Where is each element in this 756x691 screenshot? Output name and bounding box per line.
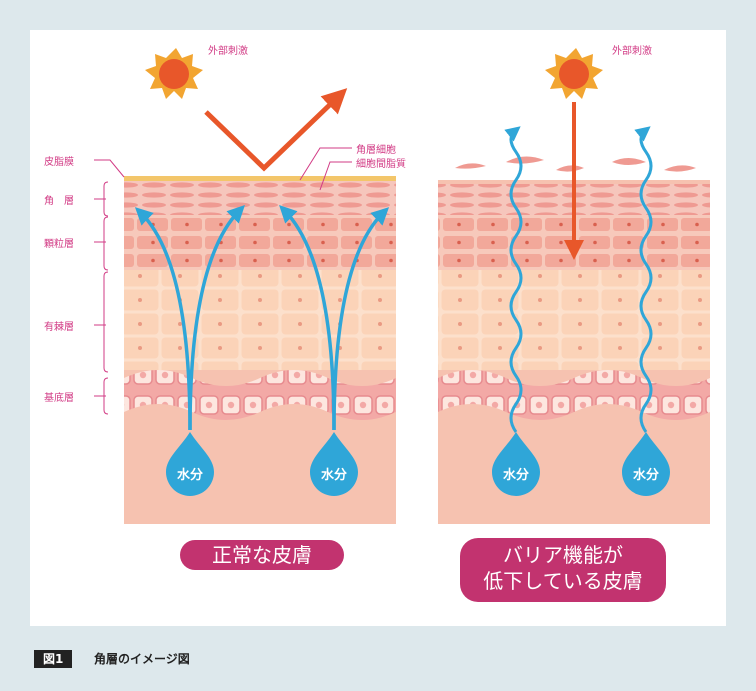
layer-label-stratum-corneum: 角 層 [44, 196, 74, 207]
figure-caption: 角層のイメージ図 [94, 652, 190, 666]
damaged-skin-title-line1: バリア機能が [503, 543, 623, 567]
sun-icon-left [145, 48, 203, 99]
water-retention-arrows [134, 205, 390, 431]
sun-icon-right [545, 48, 603, 99]
external-stimulus-label-left: 外部刺激 [208, 46, 248, 57]
corneocyte-label: 角層細胞 [356, 145, 396, 156]
intercellular-lipid-label: 細胞間脂質 [356, 159, 406, 170]
layer-label-spinous: 有棘層 [44, 322, 74, 333]
external-stimulus-label-right: 外部刺激 [612, 46, 652, 57]
normal-skin-title: 正常な皮膚 [180, 540, 344, 570]
reflected-stimulus-arrow [204, 88, 348, 172]
layer-label-granular: 顆粒層 [44, 239, 74, 250]
layer-label-sebum: 皮脂膜 [44, 157, 74, 168]
water-label-2: 水分 [320, 468, 347, 483]
damaged-skin-title: バリア機能が 低下している皮膚 [460, 538, 666, 602]
callout-lines [299, 147, 352, 191]
water-label-3: 水分 [502, 468, 529, 483]
figure-number-tag: 図1 [34, 650, 73, 668]
layer-label-basal: 基底層 [44, 393, 74, 404]
water-label-1: 水分 [176, 468, 203, 483]
water-label-4: 水分 [632, 468, 659, 483]
peeling-flakes [455, 156, 696, 172]
layer-brackets [94, 159, 125, 415]
water-loss-arrows [504, 126, 653, 433]
water-drops [166, 432, 670, 496]
damaged-skin-title-line2: 低下している皮膚 [483, 569, 643, 593]
